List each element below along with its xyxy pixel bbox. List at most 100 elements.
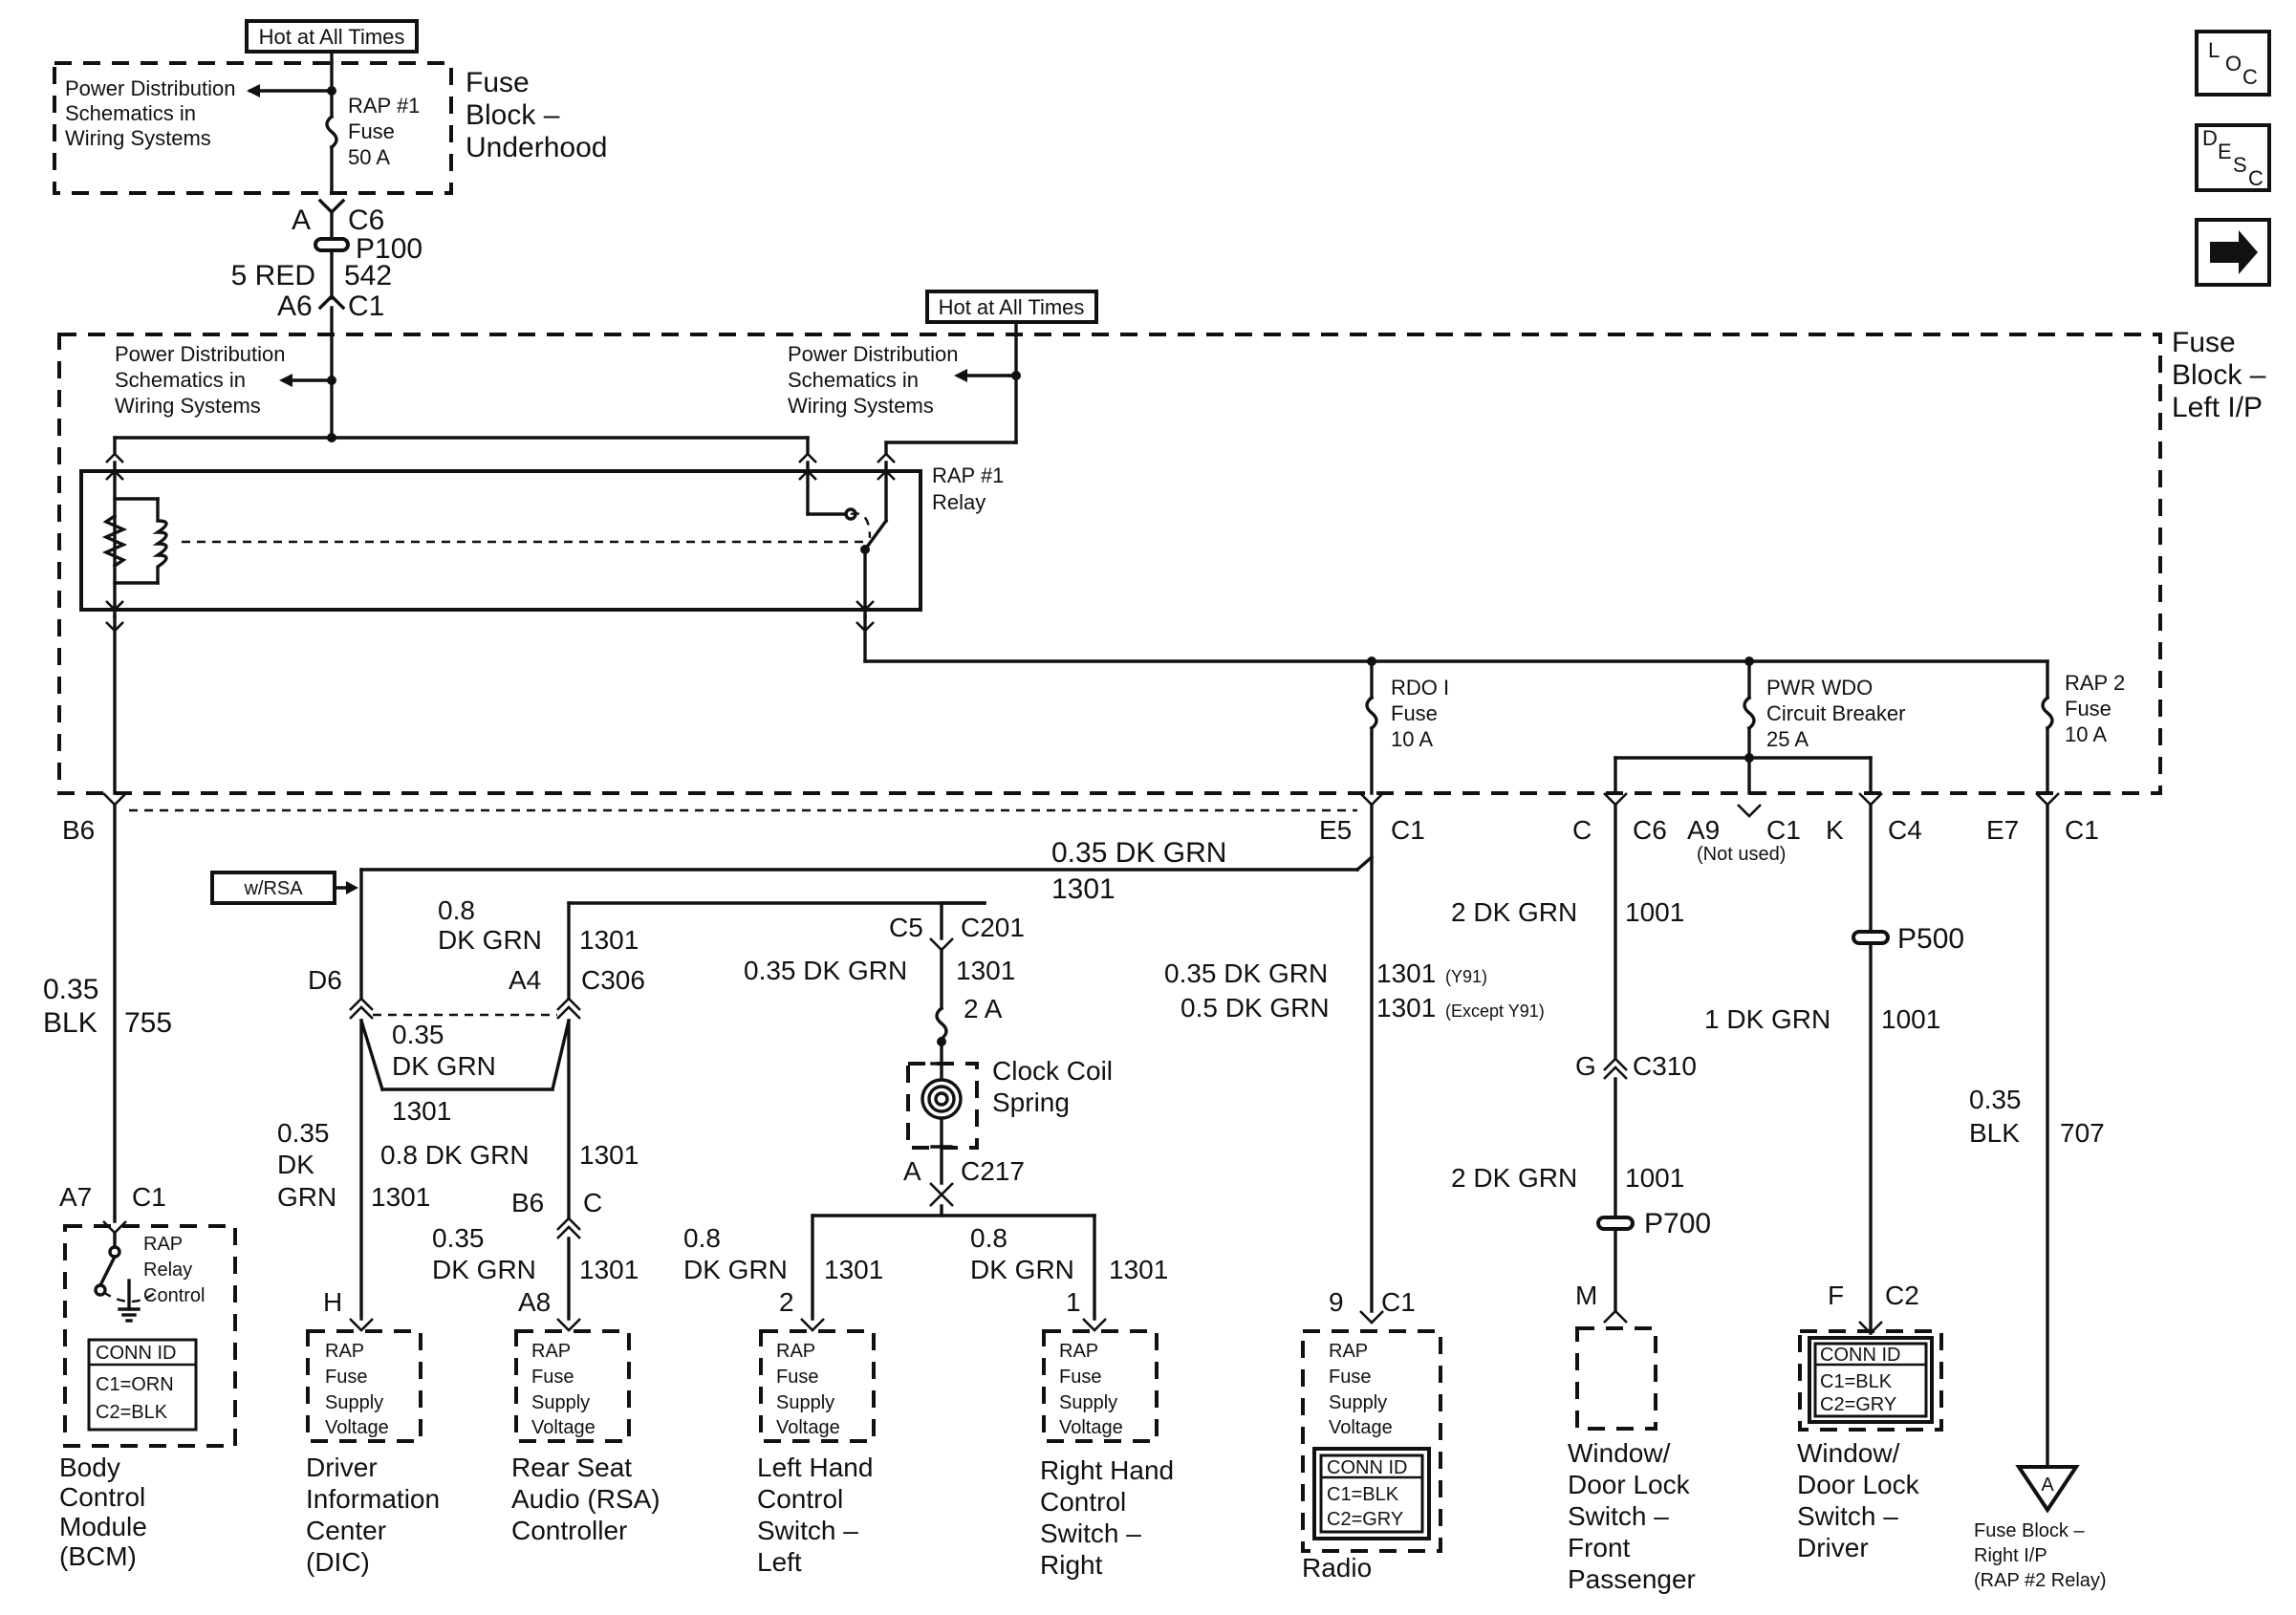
jumper-wire-2: DK GRN <box>392 1051 496 1081</box>
conn-a8: A8 <box>518 1287 551 1317</box>
hot-at-all-times-label-2: Hot at All Times <box>939 295 1085 319</box>
pwr-wdo-1: PWR WDO <box>1766 676 1873 700</box>
conn-c217: C217 <box>961 1156 1025 1186</box>
bcm-name-3: Module <box>59 1512 147 1541</box>
p100-circuit: 542 <box>344 260 392 291</box>
bcm-inner-2: Relay <box>143 1260 192 1281</box>
left-power-dist-text-2: Schematics in <box>115 368 246 392</box>
left-circuit: 1301 <box>824 1255 883 1284</box>
driver-name-4: Driver <box>1797 1533 1869 1562</box>
bcm-name-2: Control <box>59 1482 145 1512</box>
rap2-wire-2: BLK <box>1969 1118 2020 1148</box>
pass-circuit-2: 1001 <box>1625 1163 1684 1193</box>
conn-e5: E5 <box>1319 815 1352 845</box>
next-button[interactable] <box>2195 218 2271 287</box>
left-inner-3: Supply <box>776 1392 834 1413</box>
conn-c4: C4 <box>1888 815 1922 845</box>
driver-conn-id-box <box>1808 1336 1934 1424</box>
conn-b6-c: B6 <box>511 1188 544 1217</box>
radio-name: Radio <box>1302 1553 1372 1583</box>
inline-connector-icon <box>1852 930 1890 945</box>
rap2-wire-1: 0.35 <box>1969 1085 2022 1114</box>
c217-pin: A <box>903 1156 921 1186</box>
rap1-fuse-text-1: RAP #1 <box>348 94 420 118</box>
loc-button[interactable]: L O C <box>2195 30 2271 97</box>
rdo-fuse-1: RDO I <box>1391 676 1449 700</box>
clock-spring-1: Clock Coil <box>992 1056 1113 1086</box>
rsa-inner-4: Voltage <box>531 1417 596 1438</box>
radio-inner-2: Fuse <box>1329 1367 1371 1388</box>
conn-c306: C306 <box>581 965 645 995</box>
radio-circuit-2: 1301 <box>1376 993 1436 1023</box>
pass-circuit-1: 1001 <box>1625 897 1684 927</box>
right-power-dist-text-1: Power Distribution <box>788 342 959 366</box>
dic-wire-2: DK <box>277 1150 314 1179</box>
steer-wire: 0.35 DK GRN <box>744 956 907 985</box>
bcm-pin: A7 <box>59 1182 92 1212</box>
p100-conn-bottom: C1 <box>348 291 384 322</box>
power-dist-text-2: Schematics in <box>65 101 196 125</box>
left-inner-2: Fuse <box>776 1367 818 1388</box>
loc-icon[interactable] <box>2195 30 2271 97</box>
inline-connector-icon <box>1596 1216 1635 1231</box>
radio-wire-1: 0.35 DK GRN <box>1164 958 1328 988</box>
loc-l: L <box>2208 38 2220 62</box>
right-name-2: Control <box>1040 1487 1126 1517</box>
driver-name-3: Switch – <box>1797 1501 1898 1531</box>
bcm-name-4: (BCM) <box>59 1541 137 1571</box>
conn-a9-c1: C1 <box>1766 815 1801 845</box>
coil-icon <box>152 497 168 585</box>
fuse-block-left-ip-title-3: Left I/P <box>2172 392 2263 423</box>
radio-inner-1: RAP <box>1329 1341 1368 1362</box>
bcm-conn: C1 <box>132 1182 166 1212</box>
radio-conn-id-3: C2=GRY <box>1327 1509 1403 1530</box>
loc-o: O <box>2225 52 2242 75</box>
desc-e: E <box>2218 140 2232 163</box>
rsa-circuit: 1301 <box>579 1140 639 1170</box>
fuse-block-left-ip-outline <box>57 333 2162 795</box>
desc-c: C <box>2248 166 2264 190</box>
bcm-box <box>63 1224 237 1448</box>
radio-wire-2: 0.5 DK GRN <box>1180 993 1330 1023</box>
right-pin: 1 <box>1066 1287 1081 1317</box>
steer-circuit: 1301 <box>956 956 1015 985</box>
driver-conn-id-1: CONN ID <box>1820 1345 1900 1366</box>
connector-male-icon <box>317 293 346 311</box>
dic-inner-1: RAP <box>325 1341 364 1362</box>
c306-wire-2: DK GRN <box>438 925 542 955</box>
off-page-reference-icon <box>2015 1465 2080 1514</box>
p100-pin-top: A <box>292 205 311 236</box>
fuse-block-underhood: Hot at All Times Power Distribution Sche… <box>53 19 607 195</box>
fuse-2a: 2 A <box>964 994 1003 1023</box>
bcm-conn-id-1: CONN ID <box>96 1343 176 1364</box>
right-power-dist-text-3: Wiring Systems <box>788 394 934 418</box>
left-power-dist-text-1: Power Distribution <box>115 342 286 366</box>
desc-s: S <box>2233 153 2247 177</box>
driver-switch-branch: P500 1 DK GRN 1001 F C2 CONN ID C1=BLK C… <box>1704 923 1964 1562</box>
bcm-inner-1: RAP <box>143 1234 183 1255</box>
power-dist-text-1: Power Distribution <box>65 76 236 100</box>
dic-circuit: 1301 <box>371 1182 430 1212</box>
circuit-breaker-icon <box>1743 695 1756 731</box>
desc-button[interactable]: D E S C <box>2195 123 2271 192</box>
drv-wire: 1 DK GRN <box>1704 1004 1830 1034</box>
left-pin: 2 <box>779 1287 794 1317</box>
bcm-wire-1: 0.35 <box>43 974 98 1005</box>
fuse-block-left-ip: Fuse Block – Left I/P Power Distribution… <box>57 290 2266 795</box>
rap2-fuse-3: 10 A <box>2065 722 2107 746</box>
bcm-name-1: Body <box>59 1453 120 1482</box>
rap1-relay-label-2: Relay <box>932 490 986 514</box>
conn-e7: E7 <box>1986 815 2019 845</box>
driver-conn-id-3: C2=GRY <box>1820 1394 1896 1415</box>
c306-circuit: 1301 <box>579 925 639 955</box>
radio-conn-id-2: C1=BLK <box>1327 1484 1399 1505</box>
rap1-fuse-text-2: Fuse <box>348 119 395 143</box>
dic-rsa-branch: 0.35 DK GRN 1301 w/RSA 0.8 DK GRN 1301 D… <box>210 837 1375 1577</box>
clock-spring-2: Spring <box>992 1087 1070 1117</box>
desc-icon[interactable] <box>2195 123 2271 192</box>
dic-name-3: Center <box>306 1516 386 1545</box>
rdo-fuse-3: 10 A <box>1391 727 1433 751</box>
dic-feed-circuit: 1301 <box>1051 873 1116 905</box>
conn-a4: A4 <box>509 965 541 995</box>
